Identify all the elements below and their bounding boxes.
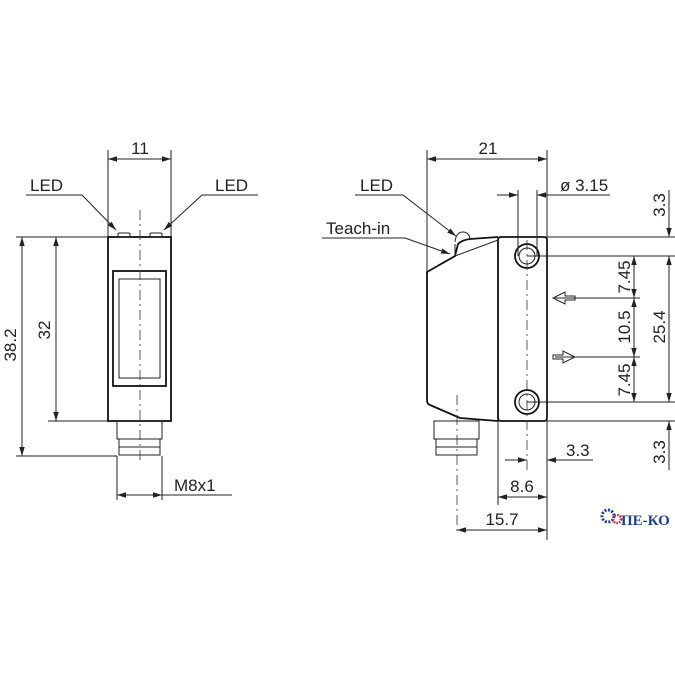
dim-top-offset-label: 3.3 xyxy=(650,193,669,217)
side-connector xyxy=(433,420,480,456)
dim-optic-spacing-label: 10.5 xyxy=(615,310,634,343)
led-right-label: LED xyxy=(215,176,248,195)
side-led-nub xyxy=(454,231,471,243)
side-front-block xyxy=(497,236,548,422)
thread-label: M8x1 xyxy=(174,476,216,495)
dim-bottom-offset-label: 3.3 xyxy=(650,440,669,464)
emitter-arrow-icon xyxy=(552,350,577,364)
side-view: 21 LED Teach-in ø 3.15 7.45 10.5 7.45 xyxy=(322,139,675,540)
dim-upper-label: 7.45 xyxy=(615,260,634,293)
teach-in-label: Teach-in xyxy=(326,219,390,238)
receiver-arrow-icon xyxy=(551,291,576,305)
front-view: 11 LED LED 38.2 32 M8x1 xyxy=(1,139,258,500)
dim-hole-from-edge-label: 3.3 xyxy=(566,441,590,460)
hole-diameter-label: ø 3.15 xyxy=(560,176,608,195)
front-connector xyxy=(116,420,163,456)
logo-text: ПЕ-КО xyxy=(621,513,670,529)
dim-width-label: 11 xyxy=(131,139,149,158)
dim-connector-offset-label: 15.7 xyxy=(485,510,518,529)
led-left-label: LED xyxy=(30,176,63,195)
dim-hole-spacing-label: 25.4 xyxy=(650,310,669,343)
led-left-bump xyxy=(117,232,131,238)
led-right-bump xyxy=(149,232,163,238)
dim-total-height-label: 38.2 xyxy=(1,328,20,361)
dim-depth-label: 21 xyxy=(479,139,498,158)
dim-body-height-label: 32 xyxy=(35,321,54,340)
dim-lower-label: 7.45 xyxy=(615,363,634,396)
front-window-inner xyxy=(118,278,161,379)
side-housing xyxy=(426,236,499,422)
company-logo: ПЕ-КО xyxy=(600,508,670,529)
side-led-label: LED xyxy=(360,176,393,195)
front-window-outer xyxy=(112,270,167,387)
dim-front-depth-label: 8.6 xyxy=(510,477,534,496)
gear-icon xyxy=(600,508,616,524)
front-body xyxy=(107,236,172,422)
